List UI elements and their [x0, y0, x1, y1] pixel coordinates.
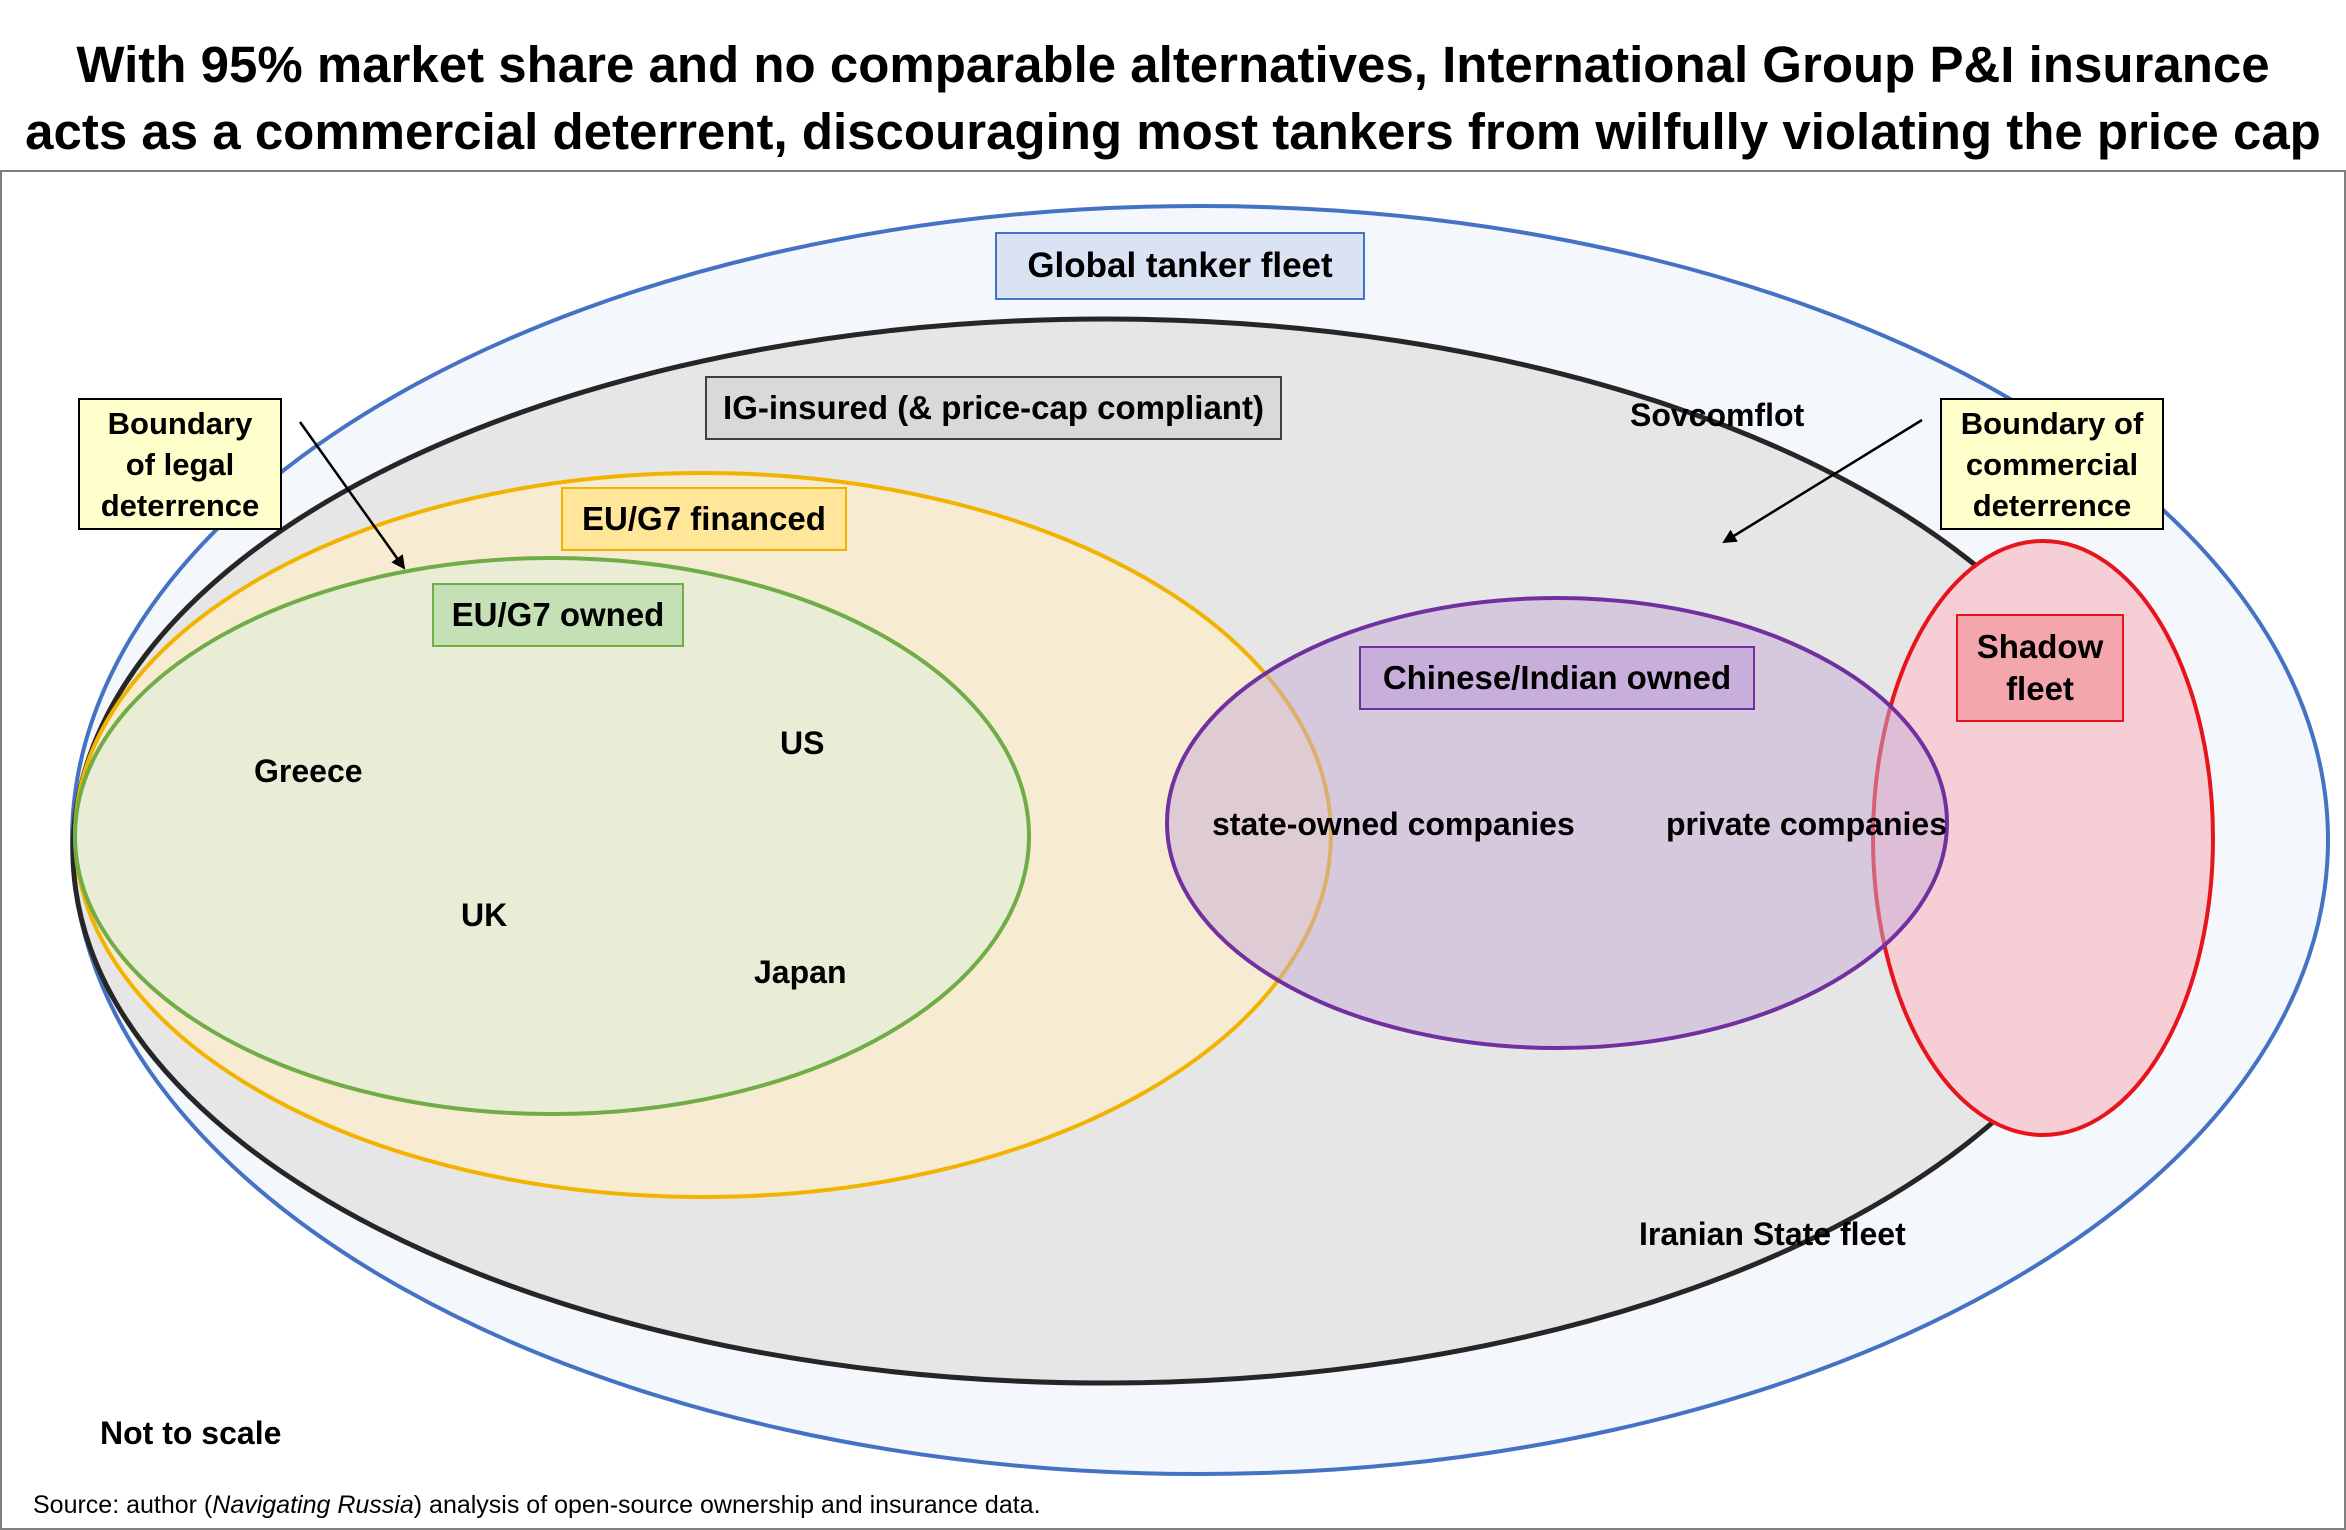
- source-prefix: Source: author (: [33, 1491, 213, 1519]
- source-note: Source: author (Navigating Russia) analy…: [33, 1490, 1041, 1520]
- commercial-deterrence-arrow: [1722, 418, 1923, 544]
- member-us: US: [780, 725, 825, 761]
- shadow-fleet-label: Shadow fleet: [1956, 614, 2124, 722]
- chinese-indian-owned-label: Chinese/Indian owned: [1359, 646, 1755, 710]
- member-iranian: Iranian State fleet: [1639, 1216, 1906, 1252]
- legal-deterrence-arrow: [298, 421, 406, 570]
- member-state-owned: state-owned companies: [1212, 806, 1575, 842]
- title-line-2: acts as a commercial deterrent, discoura…: [25, 103, 2321, 160]
- member-japan: Japan: [754, 954, 847, 990]
- title-block: With 95% market share and no comparable …: [0, 0, 2346, 172]
- global-fleet-label: Global tanker fleet: [995, 232, 1365, 300]
- not-to-scale-note: Not to scale: [100, 1415, 282, 1451]
- member-greece: Greece: [254, 753, 363, 789]
- diagram-frame: [0, 172, 2346, 1530]
- title-line-1: With 95% market share and no comparable …: [76, 36, 2270, 93]
- member-private: private companies: [1666, 806, 1947, 842]
- member-uk: UK: [461, 897, 508, 933]
- legal-deterrence-note: Boundary of legal deterrence: [78, 398, 282, 530]
- member-sovcomflot: Sovcomflot: [1630, 397, 1805, 433]
- ig-insured-label: IG-insured (& price-cap compliant): [705, 376, 1282, 440]
- eu-g7-financed-label: EU/G7 financed: [561, 487, 847, 551]
- chinese-indian-owned-ellipse: [1165, 596, 1949, 1050]
- commercial-deterrence-note: Boundary of commercial deterrence: [1940, 398, 2164, 530]
- eu-g7-owned-ellipse: [73, 556, 1031, 1116]
- source-suffix: ) analysis of open-source ownership and …: [413, 1491, 1041, 1519]
- source-italic: Navigating Russia: [212, 1491, 414, 1519]
- eu-g7-owned-label: EU/G7 owned: [432, 583, 684, 647]
